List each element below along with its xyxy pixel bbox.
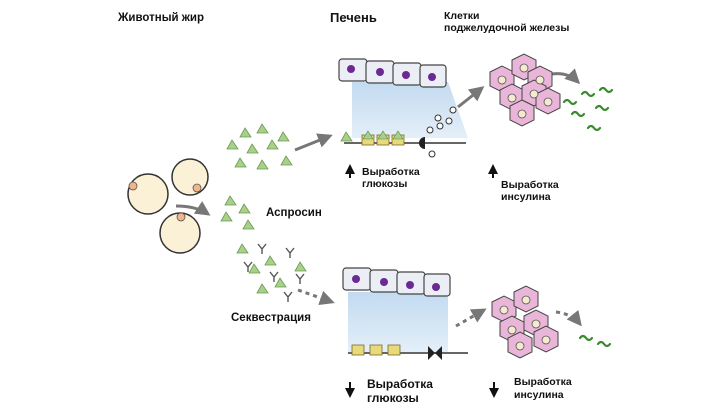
insulin-bottom-line1: Выработка — [514, 376, 572, 388]
asprosin-label: Аспросин — [266, 207, 322, 219]
glucose-bottom-line1: Выработка — [367, 377, 433, 391]
sequestration-arrow — [297, 288, 335, 306]
liver-bottom — [342, 267, 468, 360]
liver-label: Печень — [330, 10, 377, 25]
sequestration-label: Секвестрация — [231, 312, 311, 324]
pancreas-bottom — [491, 285, 559, 359]
asprosin-to-liver-arrow — [294, 133, 333, 152]
pancreas-to-insulin-arrow — [551, 68, 581, 85]
glucose-bottom-line2: глюкозы — [367, 391, 419, 405]
fat-label: Животный жир — [118, 12, 205, 24]
pancreas-label-line1: Клетки — [444, 10, 480, 22]
pancreas-label-line2: поджелудочной железы — [444, 22, 570, 34]
insulin-bottom-line2: инсулина — [514, 389, 564, 401]
reduced-pancreas-arrow — [455, 308, 487, 328]
reduced-insulin-arrow — [555, 309, 582, 327]
fat-cell — [127, 173, 169, 215]
insulin-top-line1: Выработка — [501, 179, 559, 191]
asprosin-molecules — [220, 123, 293, 230]
glucose-to-pancreas-arrow — [457, 86, 485, 109]
glucose-top-line1: Выработка — [362, 166, 420, 178]
pancreas-top — [489, 53, 561, 127]
insulin-top-line2: инсулина — [501, 191, 551, 203]
glucose-top-line2: глюкозы — [362, 178, 408, 190]
fat-to-asprosin-arrow — [175, 201, 211, 216]
liver-zoom-beam — [348, 292, 448, 352]
fat-cells — [127, 158, 209, 254]
sequestered-asprosin — [236, 243, 307, 302]
insulin-molecules — [562, 86, 614, 348]
fat-nucleus — [176, 212, 186, 222]
fat-nucleus — [192, 183, 202, 193]
liver-top — [338, 58, 468, 158]
fat-nucleus — [128, 181, 138, 191]
fat-cell — [171, 158, 209, 196]
indicator-arrows — [345, 164, 499, 398]
flow-arrows — [175, 68, 582, 328]
